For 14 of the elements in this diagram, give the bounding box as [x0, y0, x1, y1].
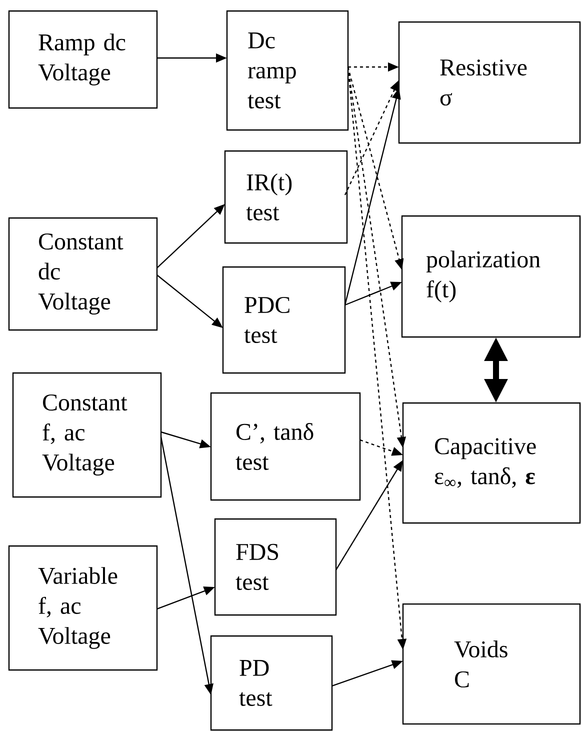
box: FDS test — [214, 518, 337, 616]
box: Variable f, ac Voltage — [8, 545, 158, 671]
box: PD test — [210, 635, 333, 731]
box: IR(t) test — [224, 150, 348, 244]
box: PDC test — [222, 266, 346, 374]
box: Constant f, ac Voltage — [12, 372, 162, 498]
box: C’, tanδ test — [210, 392, 361, 501]
box: Voids C — [402, 603, 581, 725]
box: Resistive σ — [398, 21, 581, 144]
box: Dc ramp test — [226, 10, 349, 131]
box: polarization f(t) — [401, 215, 581, 338]
box: Capacitive ε$_{∞}$, tanδ, ε — [402, 402, 581, 524]
box: Ramp dc Voltage — [8, 10, 158, 109]
box: Constant dc Voltage — [8, 217, 158, 331]
